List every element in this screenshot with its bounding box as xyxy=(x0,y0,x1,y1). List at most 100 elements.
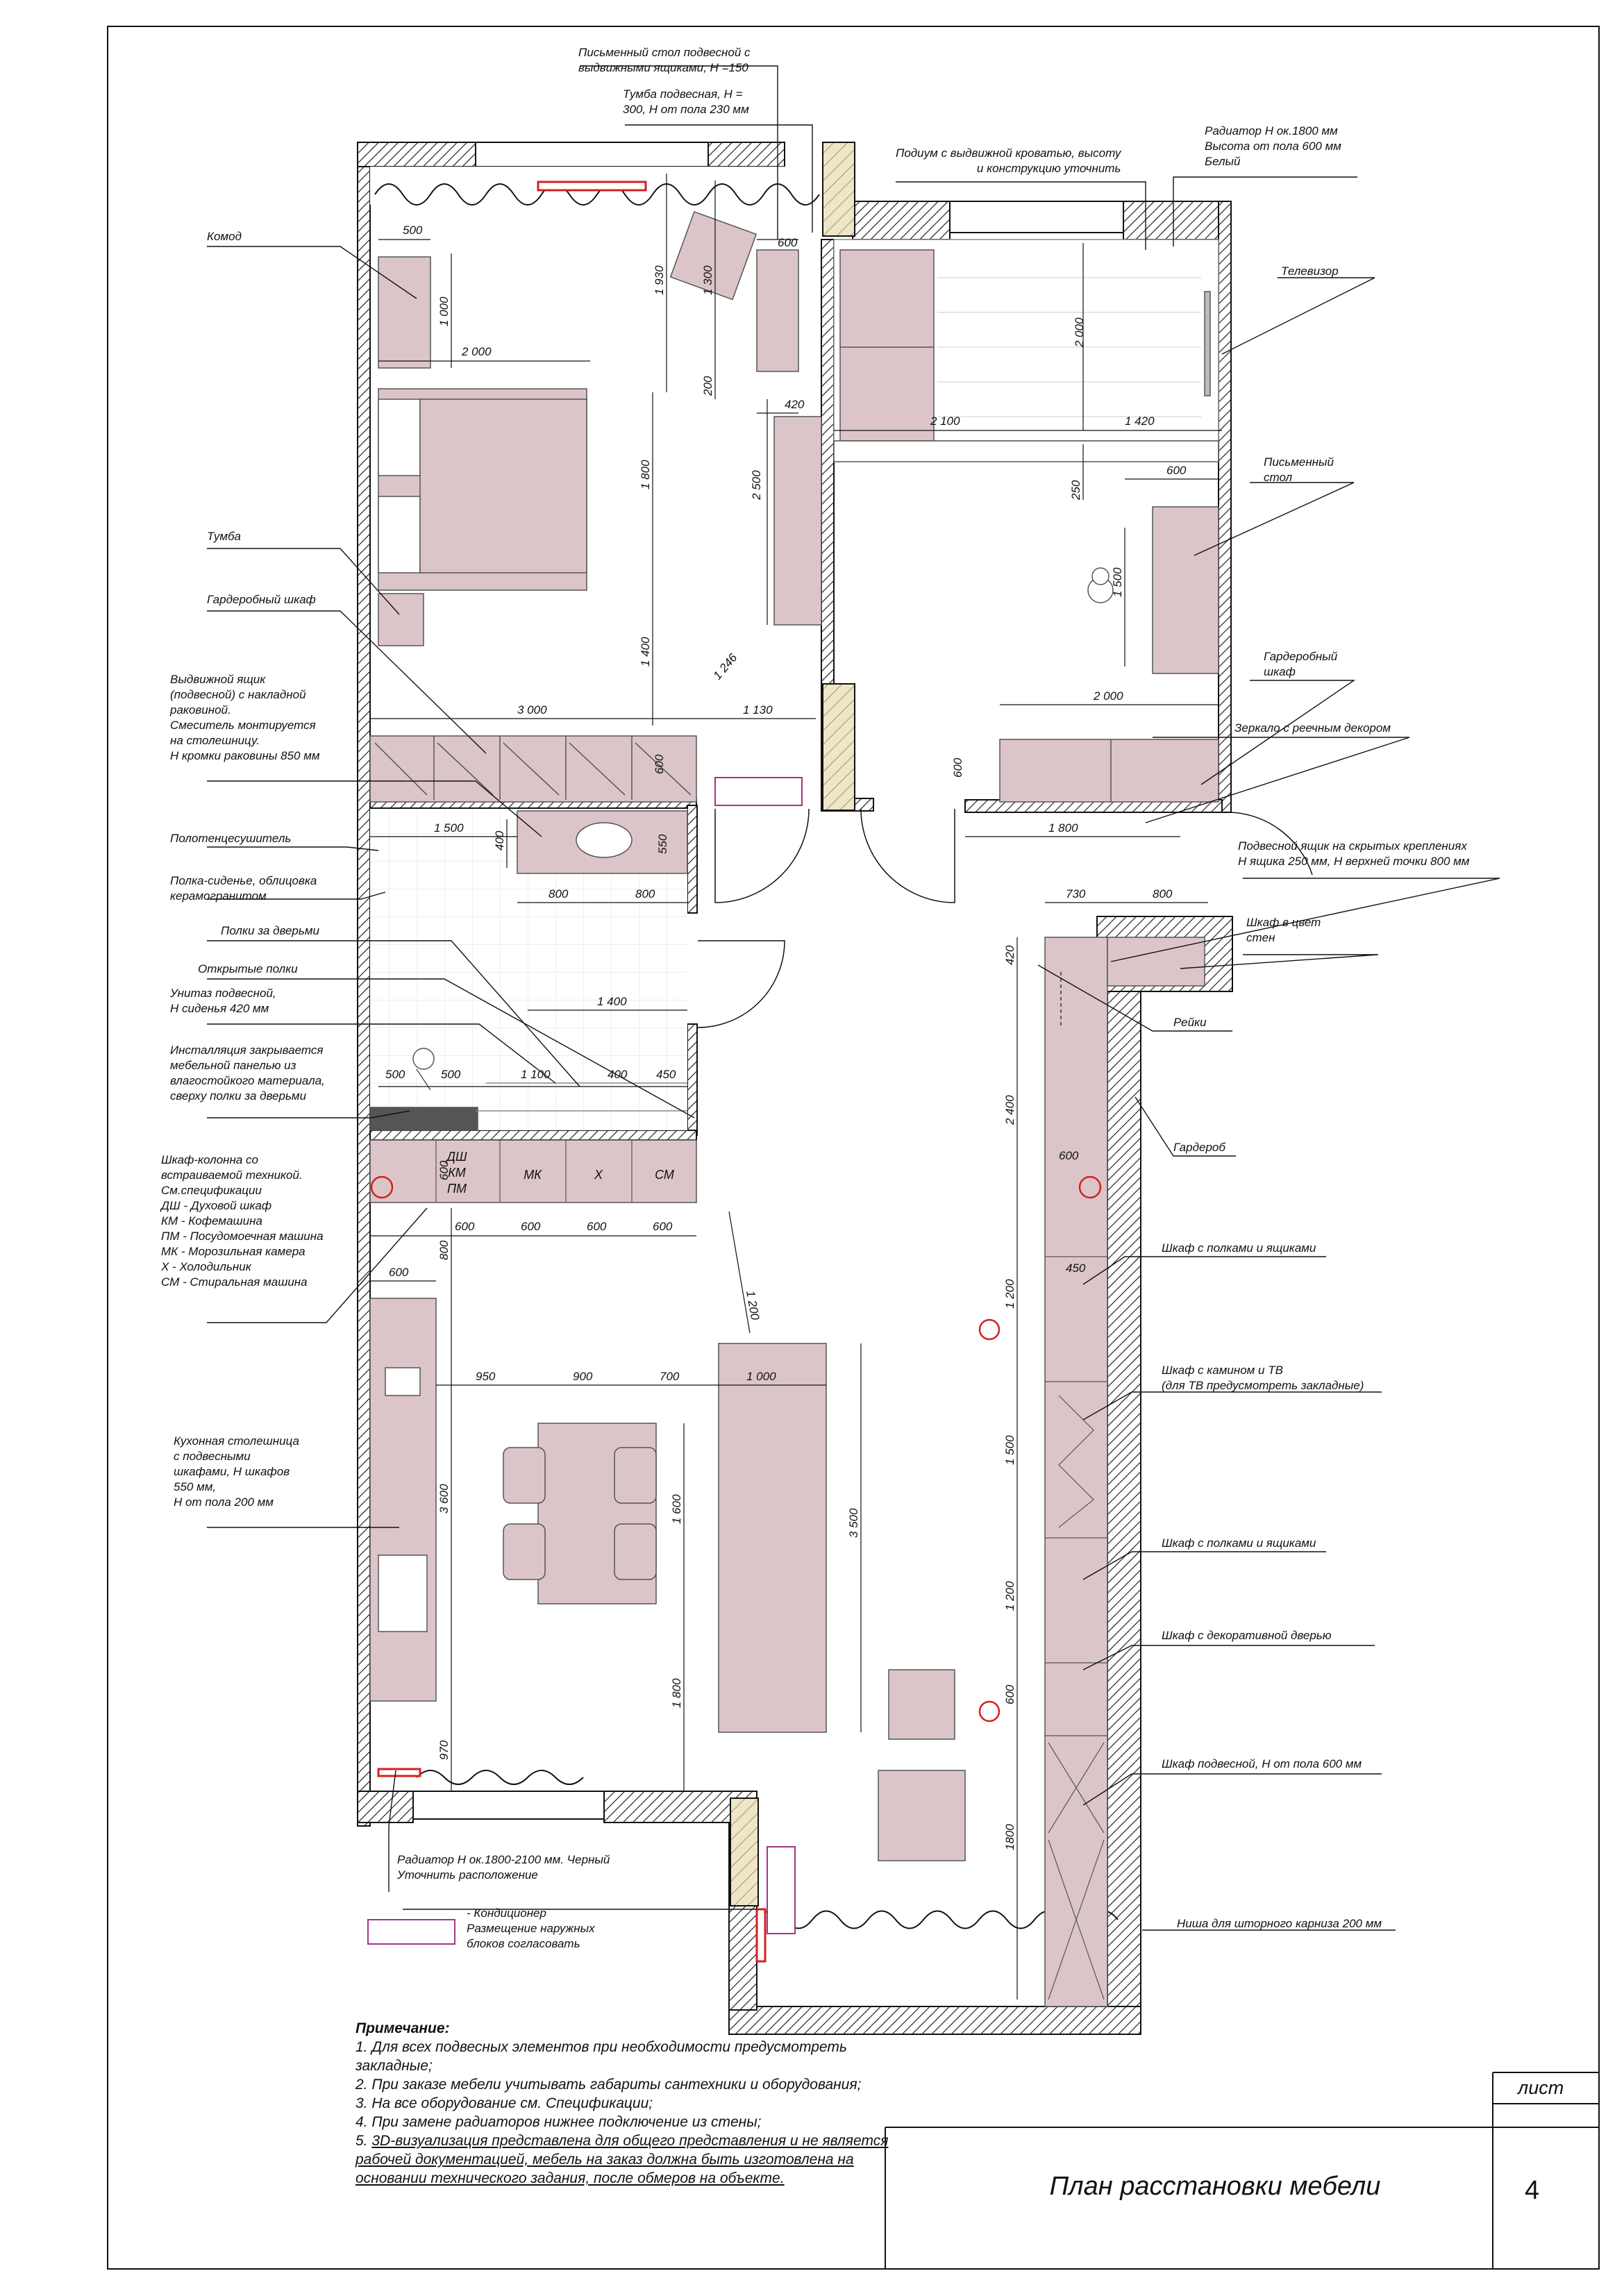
podium-slats xyxy=(937,277,1201,417)
svg-text:600: 600 xyxy=(1059,1149,1079,1162)
svg-text:1 400: 1 400 xyxy=(597,995,627,1008)
window-frames xyxy=(730,142,855,1907)
label-desk-hanging: Письменный стол подвесной с выдвижными я… xyxy=(578,46,751,74)
label-tumba-hanging: Тумба подвесная, H = 300, H от пола 230 … xyxy=(623,87,749,116)
label-radiator-kitchen: Радиатор H ок.1800-2100 мм. Черный Уточн… xyxy=(397,1853,610,1882)
svg-text:3 600: 3 600 xyxy=(437,1484,451,1514)
svg-text:1 500: 1 500 xyxy=(434,821,464,835)
svg-text:2 100: 2 100 xyxy=(930,414,960,428)
kitchen-dividers xyxy=(435,1140,1107,2000)
note-5-underlined: 3D-визуализация представлена для общего … xyxy=(355,2133,889,2186)
sheet-title: План расстановки мебели xyxy=(1049,2171,1381,2201)
svg-text:450: 450 xyxy=(1066,1262,1086,1275)
label-slats: Рейки xyxy=(1173,1016,1207,1029)
dimension-lines xyxy=(370,174,1222,2000)
label-deco-door: Шкаф с декоративной дверью xyxy=(1162,1629,1332,1642)
svg-text:600: 600 xyxy=(455,1220,475,1233)
svg-text:800: 800 xyxy=(437,1240,451,1260)
svg-text:1 246: 1 246 xyxy=(711,651,740,682)
svg-text:3 000: 3 000 xyxy=(517,703,547,717)
svg-text:420: 420 xyxy=(1003,945,1016,965)
svg-text:600: 600 xyxy=(389,1266,409,1279)
appliance-pm: ПМ xyxy=(447,1182,467,1196)
label-installation: Инсталляция закрывается мебельной панель… xyxy=(170,1044,325,1103)
svg-text:2 400: 2 400 xyxy=(1003,1095,1016,1125)
label-open-shelves: Открытые полки xyxy=(198,962,298,975)
column-markers xyxy=(370,1175,1102,1723)
svg-text:600: 600 xyxy=(521,1220,541,1233)
label-fireplace-tv: Шкаф с камином и ТВ (для ТВ предусмотрет… xyxy=(1162,1364,1364,1392)
svg-text:1 800: 1 800 xyxy=(639,460,652,489)
bedroom2-furniture xyxy=(833,239,1219,803)
svg-text:600: 600 xyxy=(778,236,798,249)
label-cabinet-color: Шкаф в цвет стен xyxy=(1246,916,1321,944)
appliance-dsh: ДШ xyxy=(445,1150,467,1164)
leader-lines xyxy=(207,65,1500,1931)
notes-heading: Примечание: xyxy=(355,2020,450,2036)
svg-text:1 500: 1 500 xyxy=(1003,1435,1016,1465)
label-shelves-door: Полки за дверьми xyxy=(221,924,319,937)
label-wardrobe2: Гардеробный шкаф xyxy=(1264,650,1338,678)
label-komod: Комод xyxy=(207,230,242,243)
svg-text:1 000: 1 000 xyxy=(437,296,451,326)
svg-text:1 420: 1 420 xyxy=(1125,414,1155,428)
svg-text:1 000: 1 000 xyxy=(746,1370,776,1383)
label-ac: - Кондиционер Размещение наружных блоков… xyxy=(467,1907,595,1950)
svg-text:600: 600 xyxy=(1166,464,1187,477)
svg-text:1 600: 1 600 xyxy=(670,1494,683,1524)
label-shelves-drawers1: Шкаф с полками и ящиками xyxy=(1162,1241,1316,1255)
label-hanging-drawer: Подвесной ящик на скрытых креплениях H я… xyxy=(1238,839,1470,868)
appliance-labels: ДШ КМ ПМ МК Х СМ xyxy=(445,1150,674,1196)
wardrobe-doors-1 xyxy=(374,736,692,800)
svg-text:800: 800 xyxy=(549,887,569,900)
svg-text:800: 800 xyxy=(635,887,655,900)
svg-text:600: 600 xyxy=(653,1220,673,1233)
svg-text:700: 700 xyxy=(660,1370,680,1383)
notes-block: Примечание: 1. Для всех подвесных элемен… xyxy=(355,2019,911,2188)
label-column-cabinet: Шкаф-колонна со встраиваемой техникой. С… xyxy=(161,1153,324,1289)
note-3: 3. На все оборудование см. Спецификации; xyxy=(355,2095,653,2111)
svg-text:600: 600 xyxy=(1003,1684,1016,1704)
ac-units xyxy=(367,777,803,1945)
label-podium: Подиум с выдвижной кроватью, высоту и ко… xyxy=(896,146,1121,175)
svg-text:1 800: 1 800 xyxy=(670,1678,683,1708)
svg-text:950: 950 xyxy=(476,1370,496,1383)
kitchen-furniture xyxy=(369,937,1205,2007)
note-1: 1. Для всех подвесных элементов при необ… xyxy=(355,2039,847,2074)
svg-text:1 500: 1 500 xyxy=(1111,567,1124,597)
label-mirror: Зеркало с реечным декором xyxy=(1234,721,1391,735)
svg-text:1 100: 1 100 xyxy=(521,1068,551,1081)
svg-text:2 000: 2 000 xyxy=(461,345,492,358)
svg-text:900: 900 xyxy=(573,1370,593,1383)
label-wardrobe-hall: Гардероб xyxy=(1173,1141,1225,1154)
appliance-sm: СМ xyxy=(655,1168,674,1182)
svg-text:1 200: 1 200 xyxy=(1003,1279,1016,1309)
label-tv: Телевизор xyxy=(1281,265,1339,278)
svg-text:1 800: 1 800 xyxy=(1048,821,1078,835)
sheet-frame xyxy=(107,26,1600,2270)
svg-text:3 500: 3 500 xyxy=(847,1508,860,1538)
svg-text:600: 600 xyxy=(653,754,666,774)
door-swings xyxy=(697,808,1313,1028)
svg-text:1 400: 1 400 xyxy=(639,637,652,667)
note-2: 2. При заказе мебели учитывать габариты … xyxy=(355,2077,862,2093)
label-towel: Полотенцесушитель xyxy=(170,832,292,845)
svg-text:600: 600 xyxy=(437,1160,451,1180)
svg-text:1 200: 1 200 xyxy=(1003,1581,1016,1611)
label-toilet: Унитаз подвесной, H сиденья 420 мм xyxy=(170,987,276,1015)
appliance-mk: МК xyxy=(524,1168,542,1182)
svg-text:450: 450 xyxy=(656,1068,676,1081)
sheet-number: 4 xyxy=(1525,2176,1540,2205)
svg-text:200: 200 xyxy=(701,376,714,396)
svg-text:1 930: 1 930 xyxy=(653,265,666,295)
appliance-kh: Х xyxy=(594,1168,603,1182)
svg-text:500: 500 xyxy=(385,1068,405,1081)
svg-text:600: 600 xyxy=(587,1220,607,1233)
note-4: 4. При замене радиаторов нижнее подключе… xyxy=(355,2114,762,2130)
bathroom-fixtures xyxy=(369,810,688,1131)
svg-text:400: 400 xyxy=(493,830,506,850)
label-drawer-sink: Выдвижной ящик (подвесной) с накладной р… xyxy=(170,673,320,762)
svg-text:1 300: 1 300 xyxy=(701,265,714,295)
label-kitchen-counter: Кухонная столешница с подвесными шкафами… xyxy=(174,1434,299,1509)
